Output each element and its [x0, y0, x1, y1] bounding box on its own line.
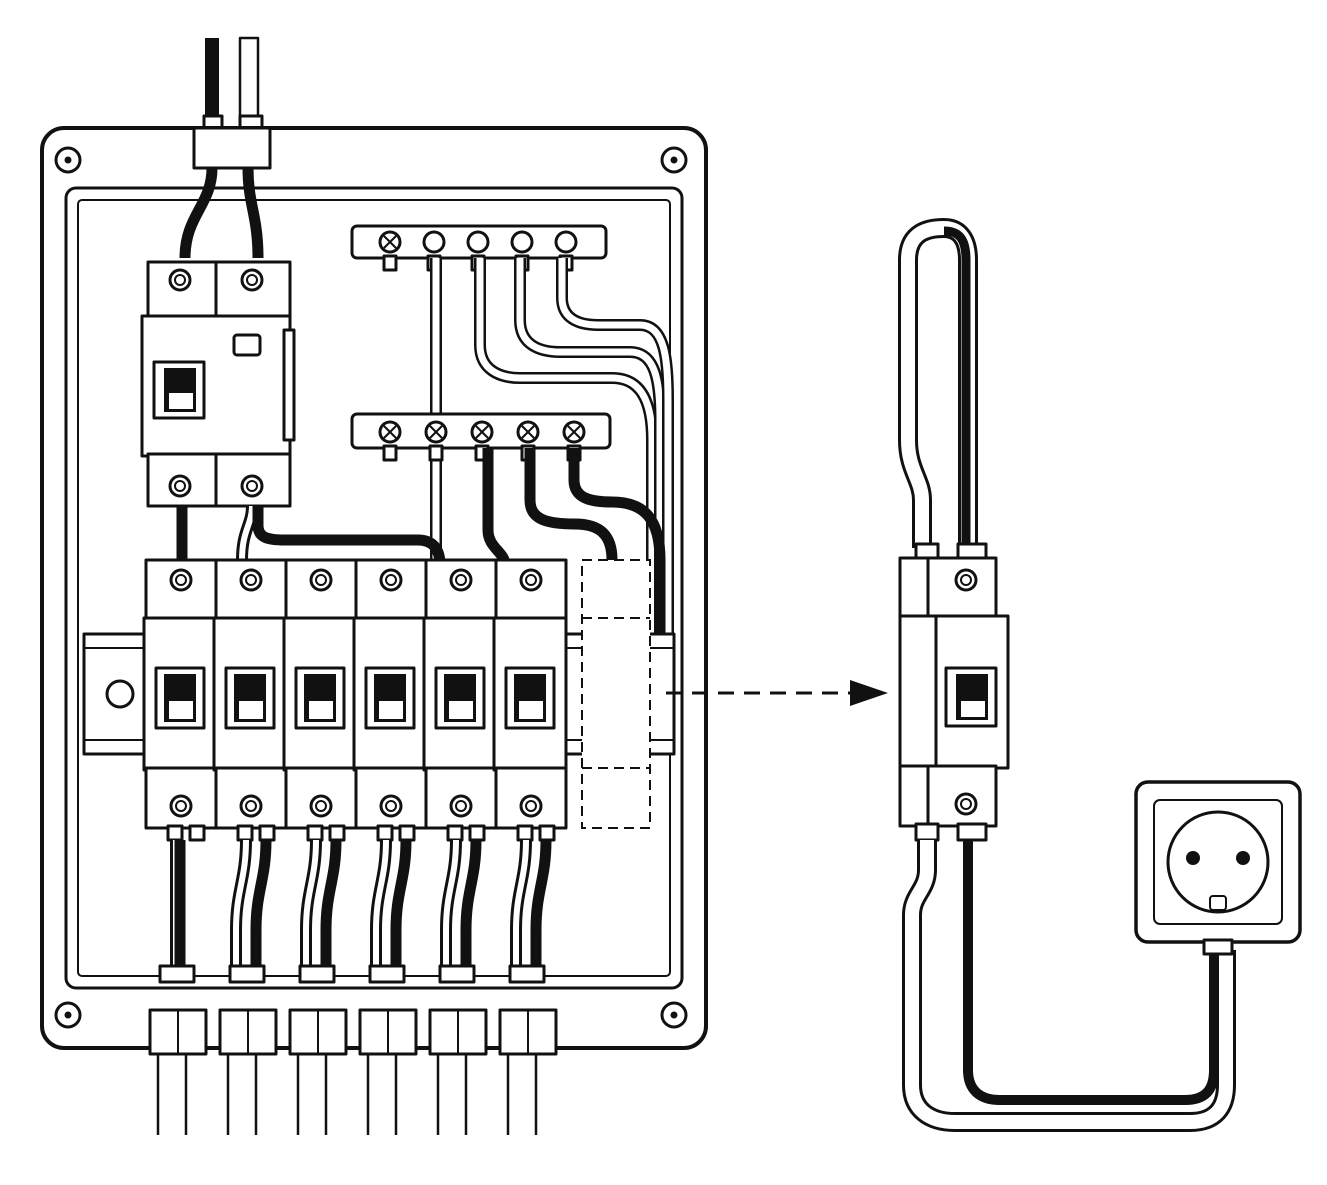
outgoing-cable: [288, 824, 348, 1135]
toggle-switch-icon: [434, 666, 486, 730]
bus-terminal-icon: [378, 230, 402, 272]
mounting-screw-icon: [54, 1001, 82, 1029]
branch-breaker: [212, 558, 288, 830]
terminal-screw-icon: [519, 794, 543, 818]
mounting-screw-icon: [660, 146, 688, 174]
terminal-screw-icon: [168, 474, 192, 498]
terminal-screw-icon: [239, 568, 263, 592]
terminal-screw-icon: [169, 568, 193, 592]
terminal-screw-icon: [309, 794, 333, 818]
outgoing-cables: [148, 824, 558, 1135]
terminal-screw-icon: [240, 268, 264, 292]
terminal-screw-icon: [449, 568, 473, 592]
mounting-screw-icon: [54, 146, 82, 174]
outgoing-cable: [358, 824, 418, 1135]
terminal-screw-icon: [954, 792, 978, 816]
socket-cable: [902, 840, 1236, 1132]
terminal-screw-icon: [240, 474, 264, 498]
indicator-window: [232, 333, 262, 357]
branch-breakers: [142, 558, 568, 830]
toggle-switch-icon: [504, 666, 556, 730]
bus-terminal-icon: [424, 420, 448, 462]
terminal-screw-icon: [379, 568, 403, 592]
feed-wires: [176, 505, 446, 566]
outgoing-cable: [498, 824, 558, 1135]
toggle-switch-icon: [152, 360, 206, 420]
branch-breaker: [422, 558, 498, 830]
toggle-switch-icon: [364, 666, 416, 730]
toggle-switch-icon: [944, 666, 998, 728]
supply-wires: [179, 167, 264, 259]
arrow-head-icon: [850, 680, 888, 706]
terminal-screw-icon: [519, 568, 543, 592]
terminal-screw-icon: [449, 794, 473, 818]
toggle-switch-icon: [154, 666, 206, 730]
terminal-screw-icon: [954, 568, 978, 592]
bus-terminal-icon: [378, 420, 402, 462]
single-pole-breaker-icon: [898, 217, 1010, 842]
terminal-screw-icon: [169, 794, 193, 818]
mounting-screw-icon: [660, 1001, 688, 1029]
empty-breaker-slot: [581, 559, 651, 829]
toggle-switch-icon: [294, 666, 346, 730]
terminal-screw-icon: [168, 268, 192, 292]
toggle-switch-icon: [224, 666, 276, 730]
wall-socket-icon: [1134, 780, 1302, 956]
outgoing-cable: [428, 824, 488, 1135]
branch-breaker: [142, 558, 218, 830]
detail-arrow: [666, 680, 888, 706]
outgoing-cable: [218, 824, 278, 1135]
main-breaker: [140, 260, 296, 508]
outgoing-cable: [148, 824, 208, 1135]
terminal-screw-icon: [239, 794, 263, 818]
branch-breaker: [492, 558, 568, 830]
terminal-screw-icon: [379, 794, 403, 818]
neutral-wires: [430, 258, 674, 640]
branch-breaker: [352, 558, 428, 830]
terminal-screw-icon: [309, 568, 333, 592]
branch-breaker: [282, 558, 358, 830]
